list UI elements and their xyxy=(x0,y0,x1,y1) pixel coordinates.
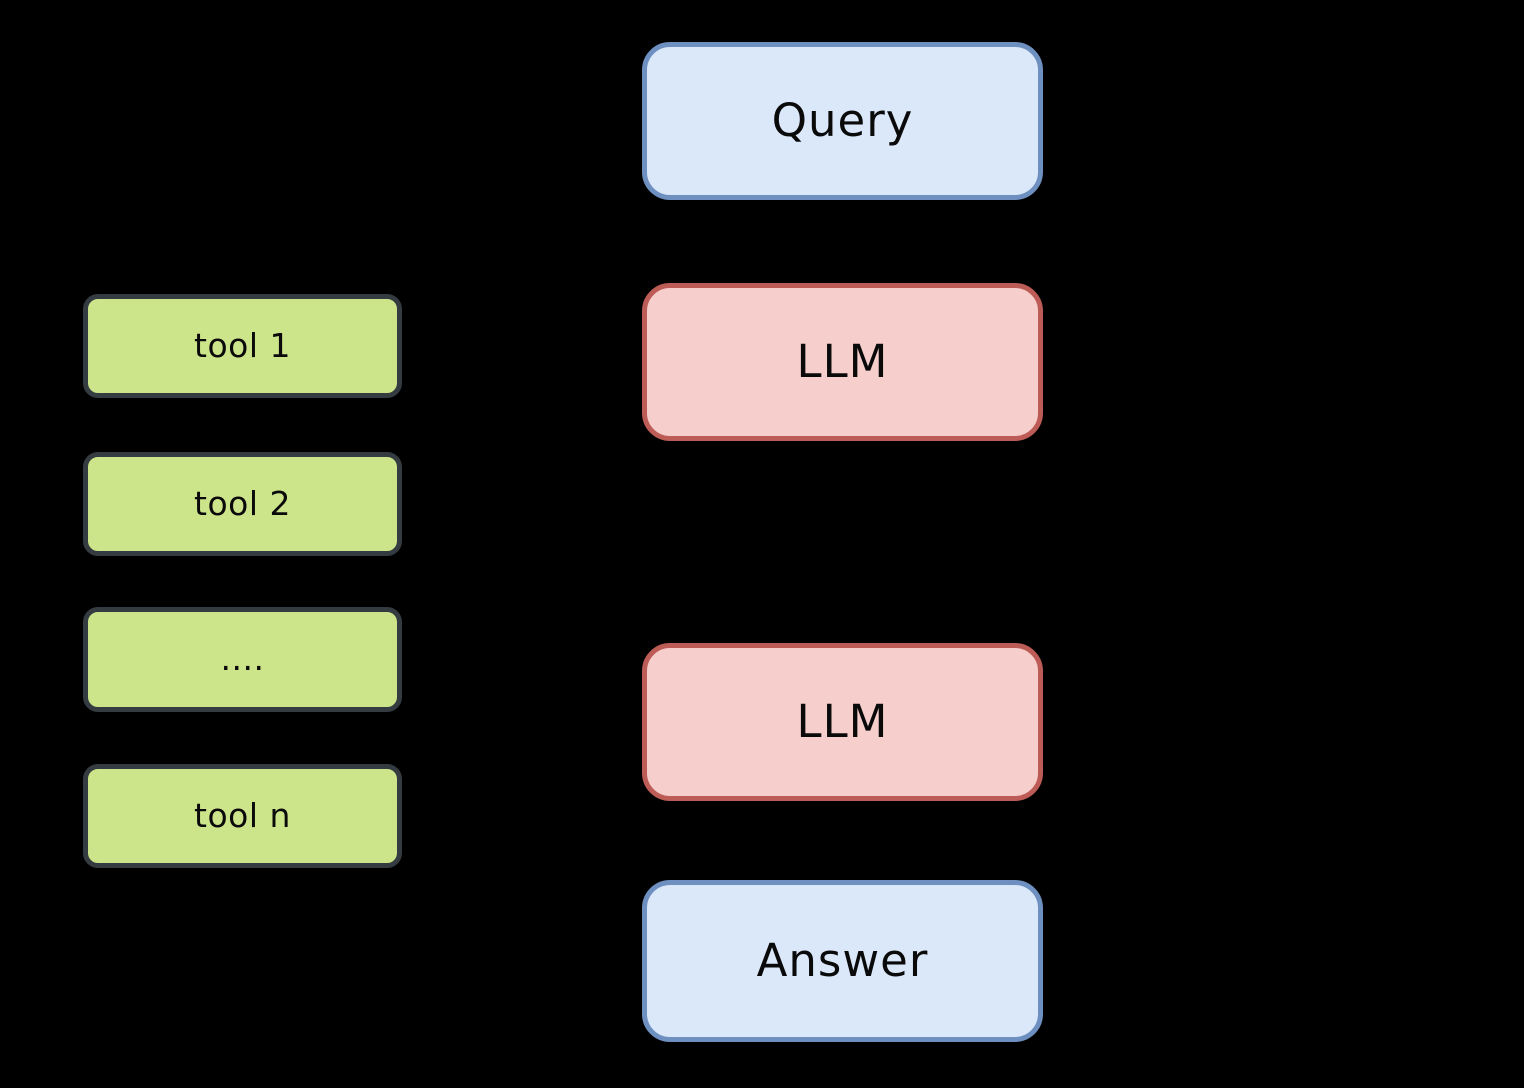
llm-bottom-label: LLM xyxy=(796,695,889,749)
tool-n-node: tool n xyxy=(83,764,402,868)
tool-ellipsis-node: .... xyxy=(83,607,402,712)
tool-ellipsis-label: .... xyxy=(220,639,265,679)
tool-1-label: tool 1 xyxy=(194,325,291,365)
llm-bottom-node: LLM xyxy=(642,643,1043,801)
answer-node: Answer xyxy=(642,880,1043,1042)
tool-2-label: tool 2 xyxy=(194,483,291,523)
answer-label: Answer xyxy=(756,934,929,988)
query-node: Query xyxy=(642,42,1043,200)
llm-top-node: LLM xyxy=(642,283,1043,441)
tool-2-node: tool 2 xyxy=(83,452,402,556)
tool-1-node: tool 1 xyxy=(83,294,402,398)
llm-top-label: LLM xyxy=(796,335,889,389)
tool-n-label: tool n xyxy=(194,795,291,835)
query-label: Query xyxy=(771,94,914,148)
